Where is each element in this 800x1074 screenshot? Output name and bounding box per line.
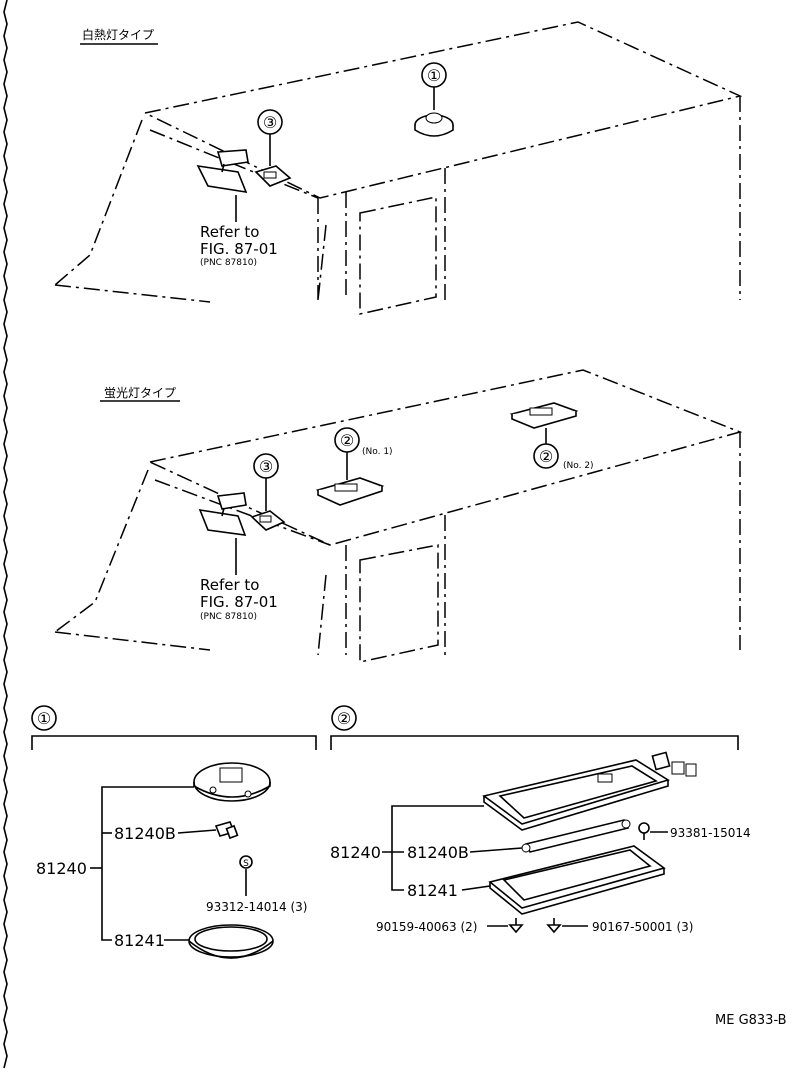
dome-lamp-part [414, 112, 454, 137]
svg-text:①: ① [427, 66, 441, 85]
svg-text:①: ① [37, 709, 51, 728]
screw-90159-part [508, 918, 524, 934]
svg-text:S: S [243, 859, 249, 869]
type-label-top: 白熱灯タイプ [82, 27, 154, 42]
fluorescent-lamp-no1-part [315, 477, 385, 506]
connector-part [651, 751, 697, 777]
bulb-81240b-d1: 81240B [114, 824, 176, 843]
screw-93381-part [638, 822, 650, 840]
detail-1-callout [31, 705, 57, 731]
lamp-housing-part [482, 759, 670, 831]
switch-part-top [254, 165, 292, 187]
svg-text:③: ③ [263, 113, 277, 132]
callout-3-top [257, 109, 283, 135]
detail-1: ① S 93312-14014 (3) [31, 705, 317, 959]
callout-1-top [421, 62, 447, 88]
label-no2: (No. 2) [563, 461, 594, 471]
callout-2-no2 [533, 443, 559, 469]
part-number-93381: 93381-15014 [670, 826, 751, 840]
callout-2-no1 [334, 427, 360, 453]
refer-text-middle: Refer to [200, 576, 259, 594]
lens-part-1 [188, 924, 274, 959]
assembly-81240-d1: 81240 [36, 859, 87, 878]
bulb-part-1 [214, 821, 239, 840]
assembly-81240-d2: 81240 [330, 843, 381, 862]
svg-text:③: ③ [259, 457, 273, 476]
fluorescent-lamp-no2-part [509, 402, 579, 429]
middle-view: 蛍光灯タイプ ② (No. 1) ② (No. 2) [54, 369, 743, 663]
figure-code: ME G833-B [715, 1013, 787, 1028]
refer-fig-middle: FIG. 87-01 [200, 593, 278, 611]
svg-text:②: ② [337, 709, 351, 728]
refer-text-top: Refer to [200, 223, 259, 241]
torn-edge [3, 0, 8, 1069]
top-view: 白熱灯タイプ ① ③ [54, 21, 743, 315]
fluorescent-tube-part [521, 819, 631, 853]
callout-3-middle [253, 453, 279, 479]
screw-90167-part [546, 918, 562, 934]
part-number-90167: 90167-50001 (3) [592, 920, 694, 934]
label-no1: (No. 1) [362, 447, 393, 457]
mirror-part-top [196, 149, 249, 194]
detail-2-callout [331, 705, 357, 731]
mirror-part-middle [198, 492, 247, 536]
svg-text:②: ② [539, 447, 553, 466]
refer-pnc-middle: (PNC 87810) [200, 612, 257, 622]
lens-part-2 [488, 845, 666, 915]
refer-pnc-top: (PNC 87810) [200, 258, 257, 268]
lens-81241-d1: 81241 [114, 931, 165, 950]
svg-text:②: ② [340, 431, 354, 450]
part-number-93312: 93312-14014 (3) [206, 900, 308, 914]
switch-part-middle [250, 510, 286, 531]
detail-2: ② 93381-15014 [330, 705, 751, 934]
type-label-middle: 蛍光灯タイプ [104, 386, 176, 400]
screw-s-part: S [239, 855, 253, 869]
refer-fig-top: FIG. 87-01 [200, 240, 278, 258]
lens-81241-d2: 81241 [407, 881, 458, 900]
part-number-90159: 90159-40063 (2) [376, 920, 478, 934]
bulb-81240b-d2: 81240B [407, 843, 469, 862]
lamp-base-part [193, 762, 271, 802]
